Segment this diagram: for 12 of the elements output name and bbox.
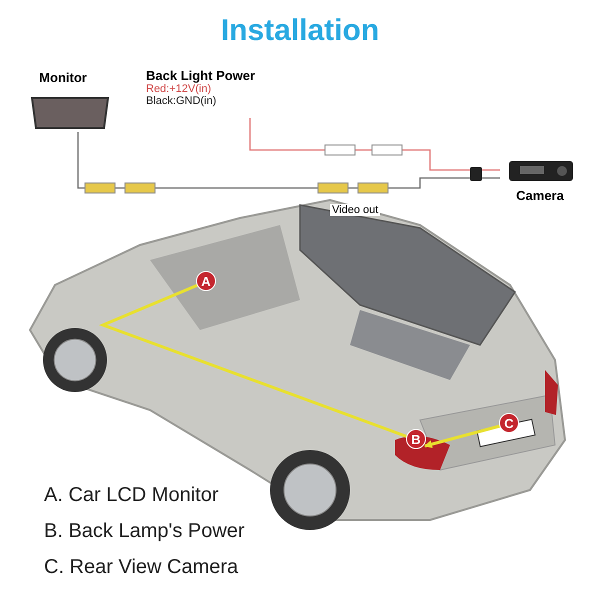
edge-label: Video out xyxy=(330,204,380,216)
legend-text: B. Back Lamp's Power xyxy=(44,520,245,543)
route-line xyxy=(98,284,409,438)
legend-text: C. Rear View Camera xyxy=(44,556,238,579)
heading: Back Light Power xyxy=(146,68,256,83)
title: Installation xyxy=(220,14,380,48)
wire-note: Red:+12V(in) xyxy=(146,83,212,95)
legend-text: A. Car LCD Monitor xyxy=(44,484,218,507)
wire-note: Black:GND(in) xyxy=(146,95,218,107)
monitor-heading: Monitor xyxy=(38,70,88,85)
camera-label: Camera xyxy=(515,188,565,203)
route-line xyxy=(424,424,500,448)
